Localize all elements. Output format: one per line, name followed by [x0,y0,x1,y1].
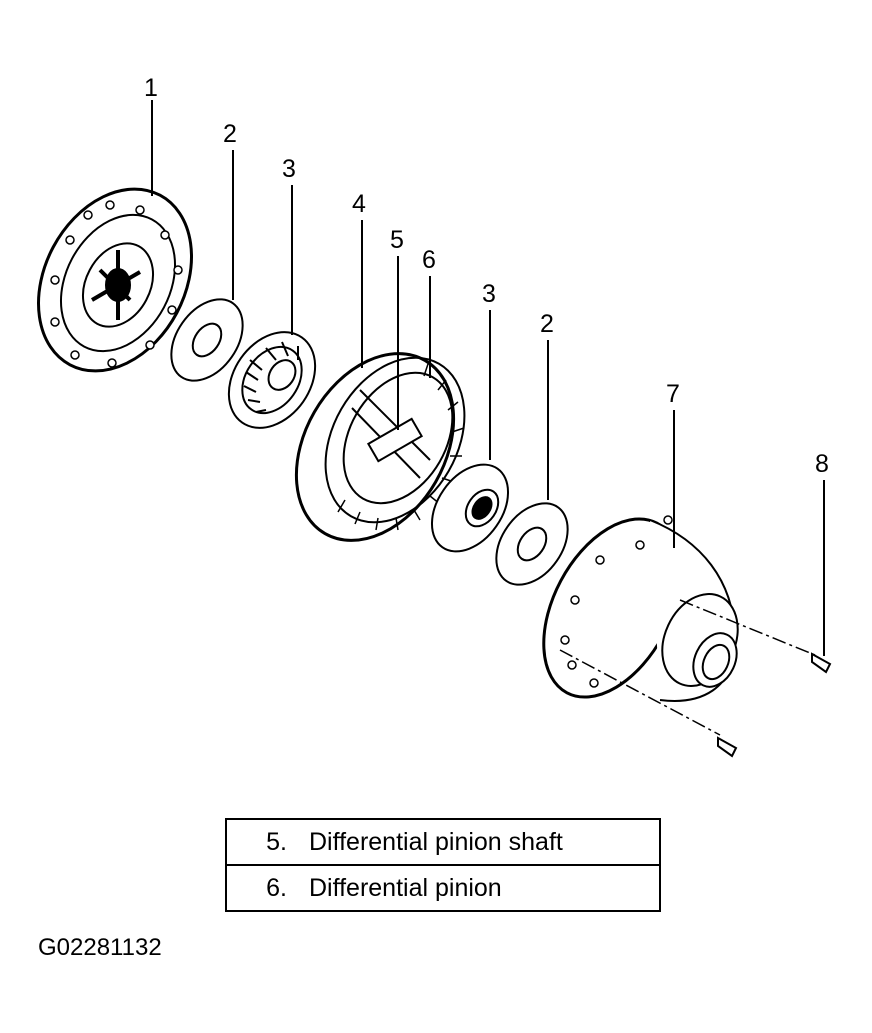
part-8-bolts [717,652,832,758]
callout-5: 5 [390,226,404,254]
legend-row: 6. Differential pinion [227,864,659,910]
legend-number: 6. [266,873,287,902]
part-2-thrust-washer-left [170,298,244,382]
part-1-case-cover [37,187,193,373]
callout-1: 1 [144,74,158,102]
callout-3: 3 [282,155,296,183]
leader-lines [151,100,825,656]
callout-6: 6 [422,246,436,274]
callout-4: 4 [352,190,366,218]
legend-text: Differential pinion shaft [309,827,563,856]
legend-table: 5. Differential pinion shaft 6. Differen… [225,818,661,912]
part-2-thrust-washer-right [495,502,569,586]
part-4-differential-case [294,352,466,542]
callout-2: 2 [223,120,237,148]
legend-text: Differential pinion [309,873,502,902]
part-7-case-right [542,515,816,736]
exploded-view-diagram: 1 2 3 4 5 6 3 2 7 8 [37,74,832,758]
callout-7: 7 [666,380,680,408]
part-3-side-gear-left [227,331,317,429]
part-3-side-gear-right [430,463,510,553]
legend-number: 5. [266,827,287,856]
legend-row: 5. Differential pinion shaft [227,820,659,864]
callout-3b: 3 [482,280,496,308]
figure-id: G02281132 [38,934,162,961]
callout-8: 8 [815,450,829,478]
callout-2b: 2 [540,310,554,338]
